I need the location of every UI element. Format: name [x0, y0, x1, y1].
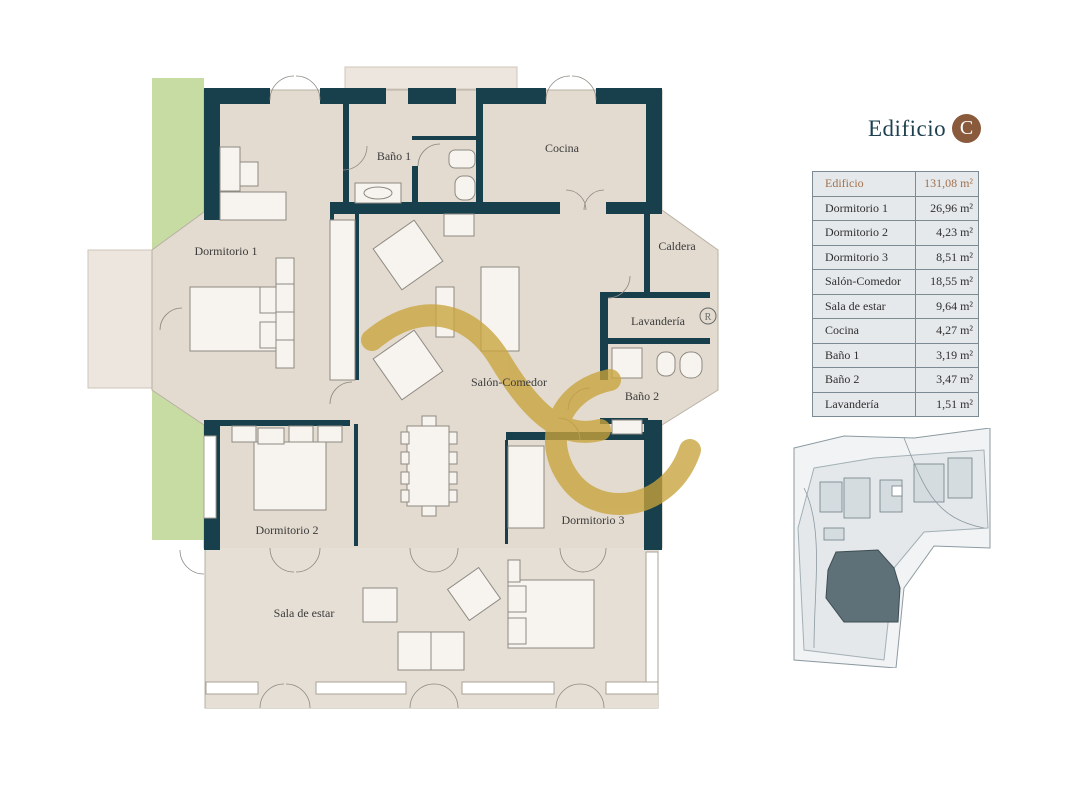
area-value: 8,51 m² [914, 244, 980, 270]
walls [204, 88, 710, 550]
watermark-logo [361, 304, 701, 515]
room-label-caldera: Caldera [658, 239, 696, 253]
area-value: 4,27 m² [914, 318, 980, 344]
room-label-dormitorio2: Dormitorio 2 [256, 523, 319, 537]
area-name: Dormitorio 2 [812, 220, 916, 246]
building-title-text: Edificio [868, 115, 947, 141]
area-name: Dormitorio 3 [812, 244, 916, 270]
door-swings [159, 75, 631, 709]
terrace-west [87, 249, 154, 389]
area-value: 1,51 m² [914, 391, 980, 417]
area-name: Edificio [812, 171, 916, 197]
room-label-bano1: Baño 1 [377, 149, 411, 163]
site-plan-map [793, 428, 991, 668]
area-name: Salón-Comedor [812, 269, 916, 295]
area-value: 26,96 m² [914, 195, 980, 221]
area-value: 3,19 m² [914, 342, 980, 368]
room-label-dormitorio1: Dormitorio 1 [195, 244, 258, 258]
area-name: Cocina [812, 318, 916, 344]
registered-mark-text: R [705, 312, 712, 323]
building-badge-icon: C [952, 114, 982, 143]
building-title: Edificio C [868, 114, 982, 143]
room-label-lavanderia: Lavandería [631, 314, 686, 328]
area-value: 18,55 m² [914, 269, 980, 295]
floor-plan: R Baño 1 Cocina Dormitorio 1 Caldera Lav… [87, 66, 719, 709]
area-value: 131,08 m² [914, 171, 980, 197]
terrace-north [344, 66, 518, 90]
room-label-cocina: Cocina [545, 141, 580, 155]
area-name: Sala de estar [812, 293, 916, 319]
room-label-salon: Salón-Comedor [471, 375, 547, 389]
room-label-sala: Sala de estar [274, 606, 335, 620]
area-value: 4,23 m² [914, 220, 980, 246]
registered-mark-icon [699, 307, 717, 325]
highlighted-building-block [825, 549, 901, 623]
area-value: 9,64 m² [914, 293, 980, 319]
windows [203, 435, 659, 695]
area-name: Dormitorio 1 [812, 195, 916, 221]
area-name: Lavandería [812, 391, 916, 417]
areas-total-row: Edificio 131,08 m² [812, 171, 980, 197]
room-label-bano2: Baño 2 [625, 389, 659, 403]
room-label-dormitorio3: Dormitorio 3 [562, 513, 625, 527]
area-value: 3,47 m² [914, 367, 980, 393]
furniture [189, 146, 703, 671]
area-name: Baño 2 [812, 367, 916, 393]
area-name: Baño 1 [812, 342, 916, 368]
